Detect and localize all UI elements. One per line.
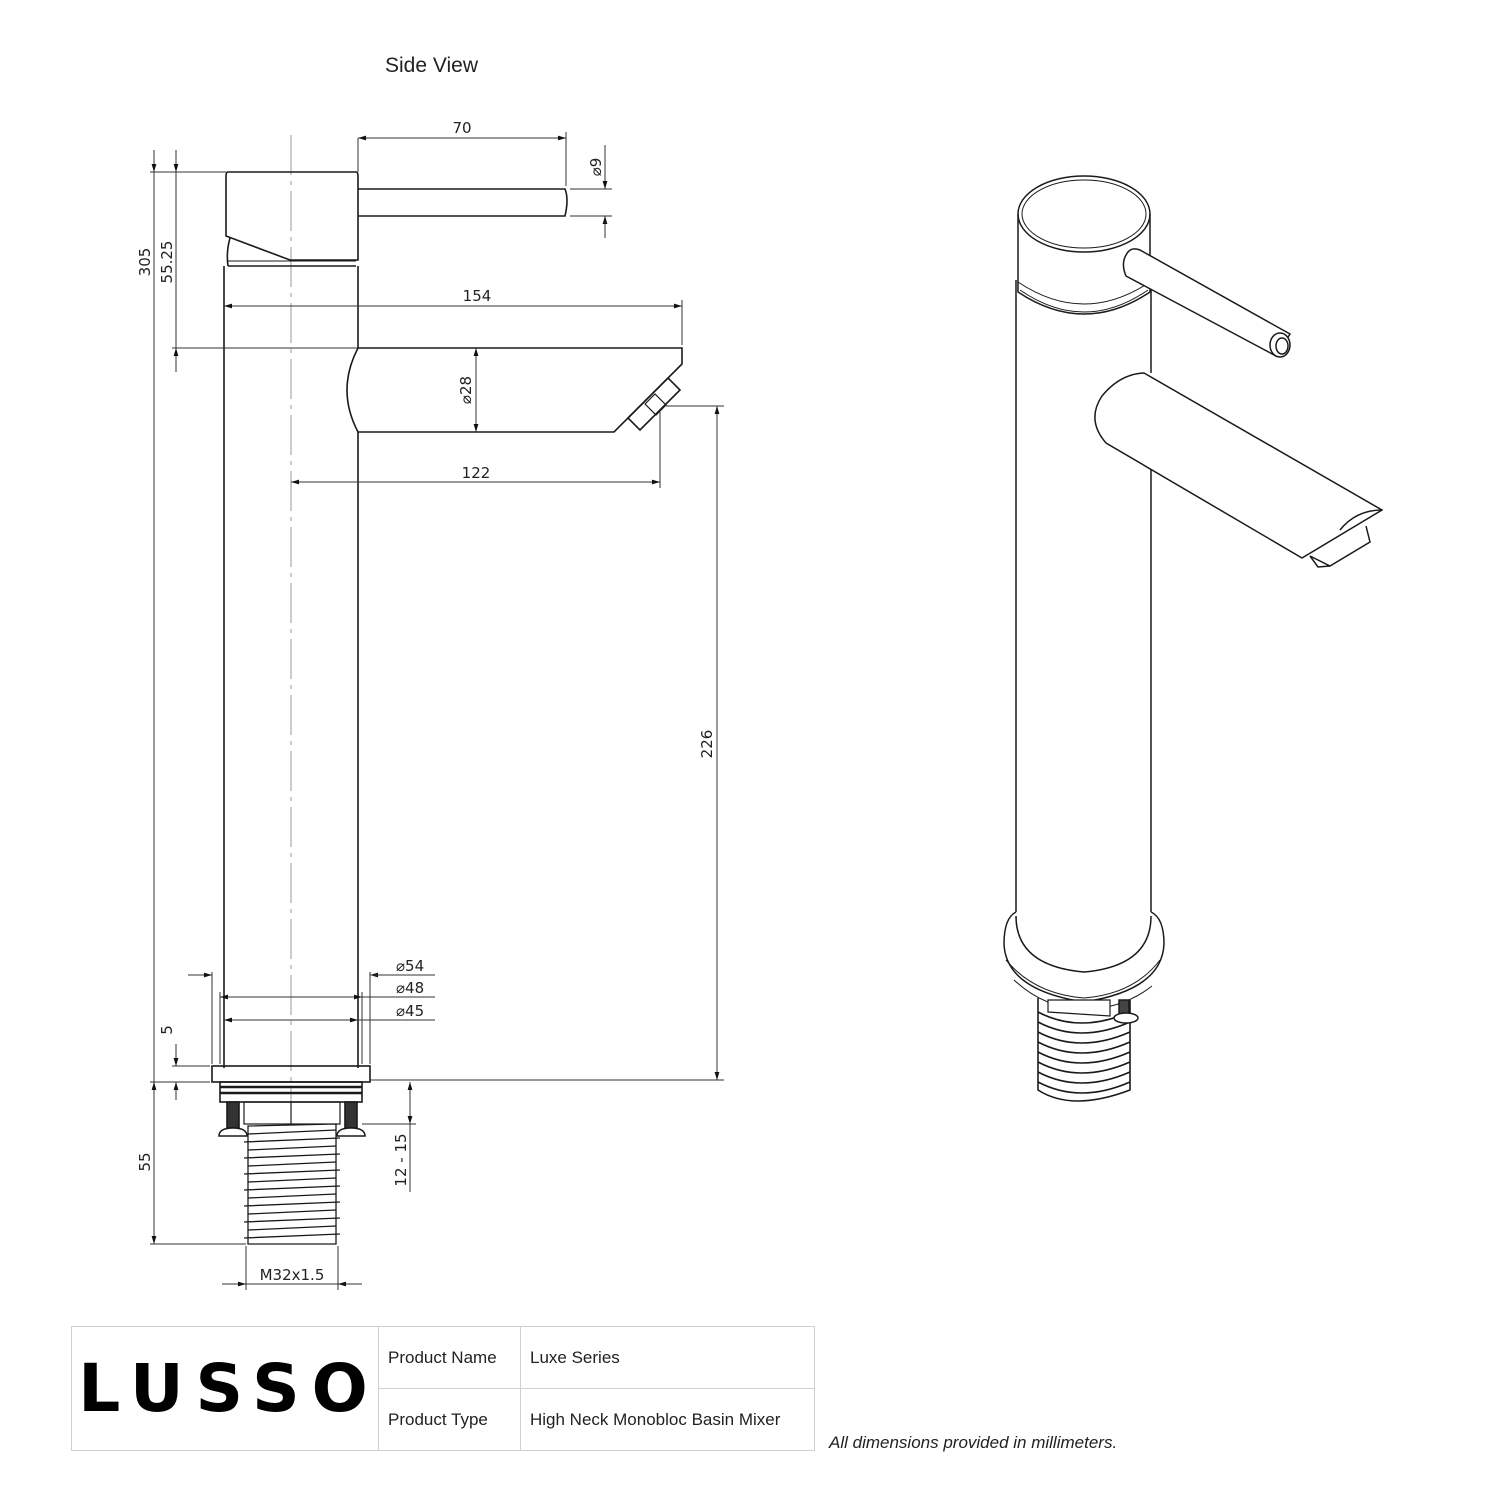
view-title: Side View (385, 54, 479, 77)
dim-shank-length: 55 (136, 1152, 154, 1171)
perspective-thread (1037, 998, 1131, 1102)
product-type-label: Product Type (379, 1389, 521, 1450)
dim-base-mid-diameter: ⌀48 (396, 979, 424, 997)
dim-lever-diameter: ⌀9 (587, 158, 605, 177)
dim-spout-height: 226 (698, 730, 716, 759)
dim-base-outer-diameter: ⌀54 (396, 957, 424, 975)
product-type-value: High Neck Monobloc Basin Mixer (530, 1409, 781, 1429)
aerator (626, 376, 682, 432)
product-name-value: Luxe Series (521, 1327, 814, 1389)
perspective-base (1003, 911, 1165, 1011)
dim-spout-reach-centre: 122 (462, 464, 491, 482)
fixing-stud-right (336, 1101, 366, 1137)
handle-body (225, 171, 359, 261)
product-name-label: Product Name (379, 1327, 521, 1389)
dim-spout-diameter: ⌀28 (457, 376, 475, 404)
perspective-view (1003, 175, 1384, 1102)
dim-thread-spec: M32x1.5 (260, 1266, 325, 1284)
dimension-labels: 70 ⌀9 305 55.25 154 ⌀28 122 226 ⌀54 ⌀48 … (136, 119, 716, 1284)
fixing-stud-left (218, 1101, 248, 1137)
dim-overall-height: 305 (136, 248, 154, 277)
handle-top (1017, 175, 1151, 253)
dim-body-diameter: ⌀45 (396, 1002, 424, 1020)
brand-logo: LUSSO (78, 1350, 380, 1427)
dim-spout-reach-total: 154 (463, 287, 492, 305)
units-footnote: All dimensions provided in millimeters. (829, 1433, 1118, 1452)
perspective-lever (1122, 248, 1292, 358)
threaded-shank (243, 1123, 341, 1245)
perspective-spout (1094, 372, 1384, 568)
side-view (211, 135, 683, 1245)
lever (358, 188, 568, 217)
product-info-table: Product Name Luxe Series Product Type Hi… (379, 1327, 814, 1450)
dim-base-thickness: 5 (158, 1025, 176, 1035)
title-block: LUSSO Product Name Luxe Series Product T… (71, 1326, 815, 1451)
dim-handle-height: 55.25 (158, 241, 176, 284)
logo-cell: LUSSO (72, 1327, 379, 1450)
dim-counter-thickness: 12 - 15 (392, 1133, 410, 1186)
perspective-fixing-stud (1113, 999, 1139, 1024)
spout (346, 347, 683, 433)
dimension-lines (150, 132, 724, 1290)
dim-lever-length: 70 (452, 119, 471, 137)
